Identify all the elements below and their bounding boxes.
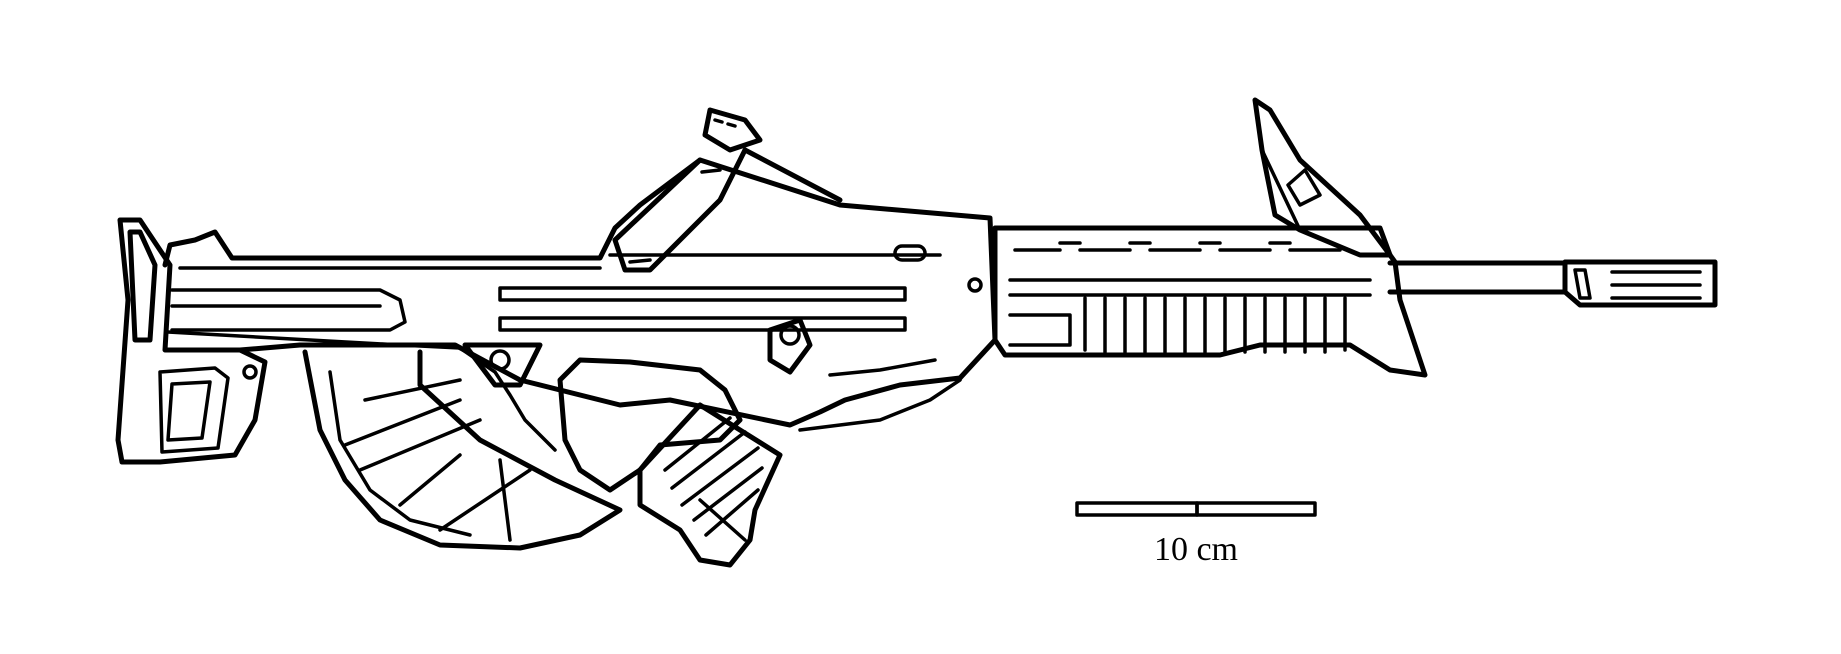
butt-stock xyxy=(115,217,268,465)
pistol-grip xyxy=(557,357,962,568)
scale-bar: 10 cm xyxy=(1075,501,1317,568)
receiver-body xyxy=(162,107,998,452)
receiver-detail xyxy=(462,317,813,388)
scale-bar-segment-left xyxy=(1075,501,1199,517)
scale-bar-segment-right xyxy=(1195,501,1317,517)
barrel xyxy=(1387,259,1718,308)
handguard xyxy=(992,225,1428,378)
scale-bar-label: 10 cm xyxy=(1154,531,1238,568)
front-sight xyxy=(1252,97,1393,258)
drum-magazine xyxy=(302,349,623,551)
rail-grooves xyxy=(1083,296,1347,354)
